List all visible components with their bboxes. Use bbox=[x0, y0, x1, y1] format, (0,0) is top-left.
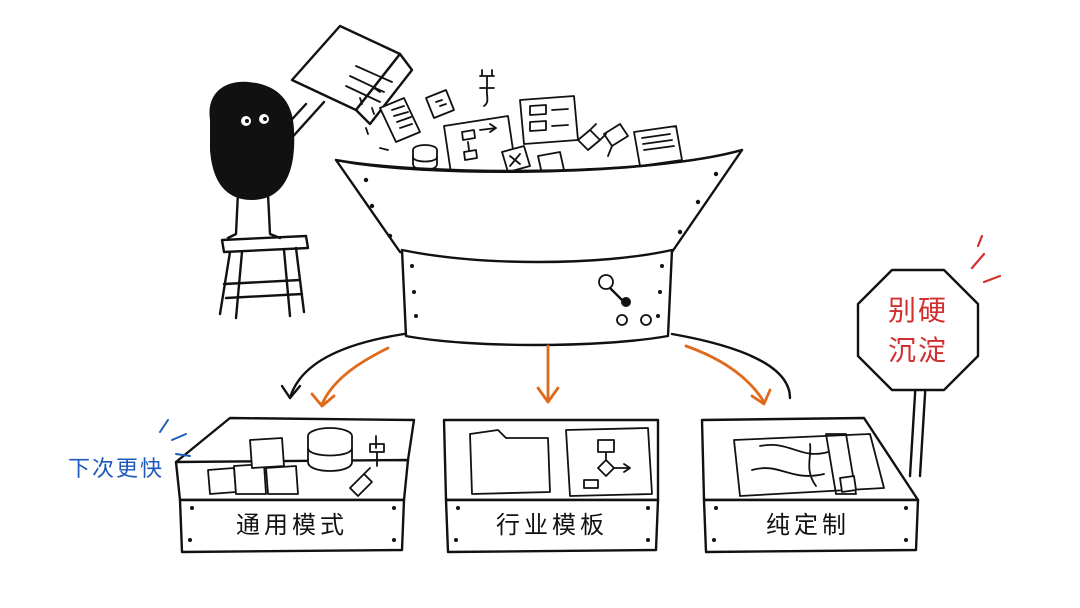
box-pure-custom: 纯定制 bbox=[700, 416, 920, 554]
stop-sign-line1: 别硬 bbox=[888, 294, 948, 327]
character bbox=[209, 81, 326, 240]
stool bbox=[218, 234, 310, 320]
lever-knob bbox=[598, 274, 614, 290]
falling-items bbox=[359, 69, 683, 181]
custom-package bbox=[733, 433, 885, 497]
folder-icon bbox=[469, 429, 551, 495]
machine-button-left bbox=[616, 314, 628, 326]
sign-burst-marks bbox=[970, 234, 1002, 284]
arrows bbox=[280, 332, 792, 408]
stop-sign-line2: 沉淀 bbox=[888, 334, 948, 367]
box-label-industry-template: 行业模板 bbox=[496, 511, 608, 539]
note-burst-marks bbox=[159, 419, 191, 457]
box-label-pure-custom: 纯定制 bbox=[766, 511, 850, 539]
box-label-generic-mode: 通用模式 bbox=[236, 511, 348, 539]
box-industry-template: 行业模板 bbox=[442, 418, 660, 554]
machine-base bbox=[400, 248, 674, 347]
box-generic-mode: 通用模式 bbox=[174, 416, 416, 554]
tipped-crate bbox=[290, 24, 414, 126]
handwritten-note: 下次更快 bbox=[68, 419, 191, 482]
machine-button-right bbox=[640, 314, 652, 326]
stop-sign: 别硬 沉淀 bbox=[856, 234, 1002, 478]
stop-sign-octagon bbox=[856, 268, 980, 392]
generic-mode-contents bbox=[207, 427, 385, 497]
character-body bbox=[209, 81, 295, 200]
orange-arrows bbox=[310, 344, 772, 408]
funnel bbox=[334, 148, 744, 266]
note-next-time-faster: 下次更快 bbox=[68, 457, 164, 482]
industry-template-contents bbox=[469, 427, 653, 497]
